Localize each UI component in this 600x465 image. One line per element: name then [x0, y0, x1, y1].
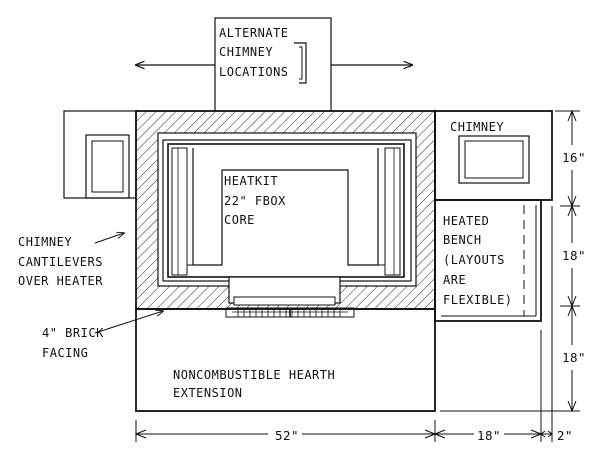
dimension-width-gap: 2"	[557, 428, 573, 443]
vertical-dimension-line	[440, 109, 580, 413]
dimension-height-bench: 18"	[562, 248, 586, 263]
heatkit-label-3: CORE	[224, 213, 255, 227]
dimension-height-hearth: 18"	[562, 350, 586, 365]
cantilever-label-2: CANTILEVERS	[18, 255, 103, 269]
dimension-width-main: 52"	[275, 428, 299, 443]
cantilever-label-3: OVER HEATER	[18, 274, 103, 288]
alternate-chimney-label-3: LOCATIONS	[219, 65, 289, 79]
hearth-label-2: EXTENSION	[173, 386, 243, 400]
bench-label-2: BENCH	[443, 233, 482, 247]
alternate-chimney-label-2: CHIMNEY	[219, 45, 273, 59]
heatkit-label-2: 22" FBOX	[224, 194, 286, 208]
left-chimney-outline	[63, 110, 137, 199]
bench-label-5: FLEXIBLE)	[443, 293, 513, 307]
dimension-width-bench: 18"	[477, 428, 501, 443]
bench-label-3: (LAYOUTS	[443, 253, 505, 267]
hearth-extension	[135, 308, 436, 412]
hearth-label-1: NONCOMBUSTIBLE HEARTH	[173, 368, 335, 382]
bench-label-1: HEATED	[443, 214, 489, 228]
bench-label-4: ARE	[443, 273, 466, 287]
brick-facing-label-2: FACING	[42, 346, 88, 360]
heater-body	[135, 110, 436, 310]
brick-facing-leader-arrow	[94, 311, 163, 334]
firebox-door-grille	[225, 307, 355, 318]
heated-bench	[434, 199, 542, 322]
horizontal-dimension-line	[134, 206, 553, 442]
brick-facing-label-1: 4" BRICK	[42, 326, 104, 340]
cantilever-label-1: CHIMNEY	[18, 235, 72, 249]
heatkit-label-1: HEATKIT	[224, 174, 278, 188]
chimney-label: CHIMNEY	[450, 120, 504, 134]
alternate-chimney-label-1: ALTERNATE	[219, 26, 289, 40]
dimension-height-chimney: 16"	[562, 150, 586, 165]
cantilever-leader-arrow	[94, 233, 124, 244]
